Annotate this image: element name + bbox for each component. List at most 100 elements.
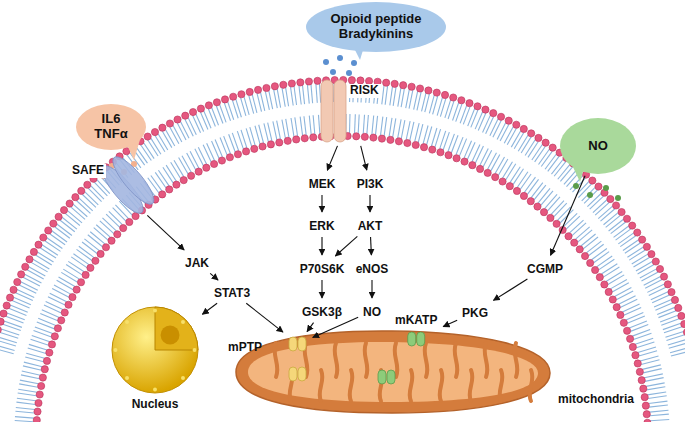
lipid-head <box>195 168 202 175</box>
lipid-tail <box>589 244 604 255</box>
lipid-tail <box>627 316 645 323</box>
lipid-tail <box>517 172 528 188</box>
lipid-tail <box>401 88 404 107</box>
lipid-tail <box>488 153 497 170</box>
lipid-tail <box>193 116 201 133</box>
node-text: Opioid peptide Bradykinins <box>324 12 428 42</box>
lipid-tail <box>29 267 46 276</box>
lipid-tail <box>534 185 546 200</box>
lipid-head <box>120 224 127 231</box>
lipid-tail <box>57 224 72 236</box>
channel-half <box>378 370 386 384</box>
lipid-head <box>474 103 481 110</box>
lipid-tail <box>32 336 50 342</box>
lipid-head <box>378 135 385 142</box>
node-text: SAFE <box>70 164 106 178</box>
lipid-head <box>576 246 583 253</box>
node-text: eNOS <box>356 263 389 277</box>
pathway-node: PI3K <box>354 173 387 193</box>
pathway-node: ERK <box>306 215 337 235</box>
lipid-tail <box>166 165 176 181</box>
lipid-tail <box>592 249 607 260</box>
lipid-head <box>78 187 85 194</box>
lipid-tail <box>636 261 652 271</box>
nuclear-pore <box>181 376 185 380</box>
lipid-tail <box>510 167 520 183</box>
lipid-head <box>46 349 53 356</box>
lipid-tail <box>171 162 181 178</box>
lipid-tail <box>448 101 454 119</box>
node-text: JAK <box>185 257 209 271</box>
lipid-tail <box>295 117 298 136</box>
lipid-tail <box>109 211 123 224</box>
lipid-tail <box>594 252 609 263</box>
signal-arrow <box>370 237 372 255</box>
lipid-tail <box>600 209 614 221</box>
lipid-tail <box>599 259 615 270</box>
lipid-tail <box>24 362 42 367</box>
signal-arrow <box>202 303 217 314</box>
lipid-tail <box>354 114 356 133</box>
lipid-tail <box>507 128 516 145</box>
lipid-head <box>314 77 321 84</box>
lipid-head <box>527 198 534 205</box>
cell-membrane <box>0 76 685 422</box>
lipid-tail <box>643 369 662 373</box>
channel-half <box>289 337 297 351</box>
crista <box>470 370 473 401</box>
lipid-tail <box>273 121 277 140</box>
lipid-tail <box>73 204 87 217</box>
lipid-head <box>395 138 402 145</box>
lipid-head <box>490 110 497 117</box>
lipid-head <box>513 187 520 194</box>
lipid-tail <box>414 91 418 110</box>
lipid-tail <box>144 143 154 159</box>
lipid-tail <box>633 257 649 267</box>
signal-arrow <box>313 317 358 337</box>
crista <box>350 370 353 401</box>
lipid-tail <box>578 230 592 242</box>
lipid-tail <box>468 108 475 126</box>
lipid-tail <box>638 265 655 274</box>
lipid-tail <box>151 175 162 190</box>
lipid-tail <box>318 115 319 134</box>
lipid-tail <box>57 280 74 289</box>
lipid-head <box>22 263 29 270</box>
lipid-tail <box>269 91 273 110</box>
lipid-tail <box>16 293 33 301</box>
lipid-tail <box>647 387 666 390</box>
lipid-tail <box>290 87 293 106</box>
lipid-tail <box>625 243 641 254</box>
signal-arrow <box>327 146 337 170</box>
lipid-head <box>30 248 37 255</box>
lipid-head <box>263 84 270 91</box>
lipid-tail <box>35 327 53 334</box>
node-text: PI3K <box>357 178 384 192</box>
lipid-head <box>82 271 89 278</box>
lipid-tail <box>500 124 509 141</box>
lipid-tail <box>443 132 449 150</box>
lipid-head <box>652 258 659 265</box>
pathway-node: GSK3β <box>299 301 345 321</box>
lipid-head <box>58 317 65 324</box>
lipid-head <box>234 151 241 158</box>
lipid-tail <box>375 116 377 135</box>
lipid-head <box>642 402 649 409</box>
ligand-dot <box>337 55 343 61</box>
lipid-tail <box>195 149 204 166</box>
lipid-tail <box>63 269 79 279</box>
lipid-tail <box>307 85 309 104</box>
nuclear-pore <box>181 320 185 324</box>
lipid-head <box>547 214 554 221</box>
lipid-tail <box>260 92 264 111</box>
lipid-head <box>180 177 187 184</box>
lipid-tail <box>20 380 39 384</box>
lipid-tail <box>649 405 668 407</box>
lipid-head <box>203 164 210 171</box>
lipid-tail <box>527 179 538 194</box>
receptor-unit <box>107 152 159 210</box>
lipid-tail <box>185 119 193 136</box>
lipid-tail <box>460 105 467 123</box>
lipid-tail <box>115 205 128 219</box>
nuclear-pore <box>125 320 129 324</box>
